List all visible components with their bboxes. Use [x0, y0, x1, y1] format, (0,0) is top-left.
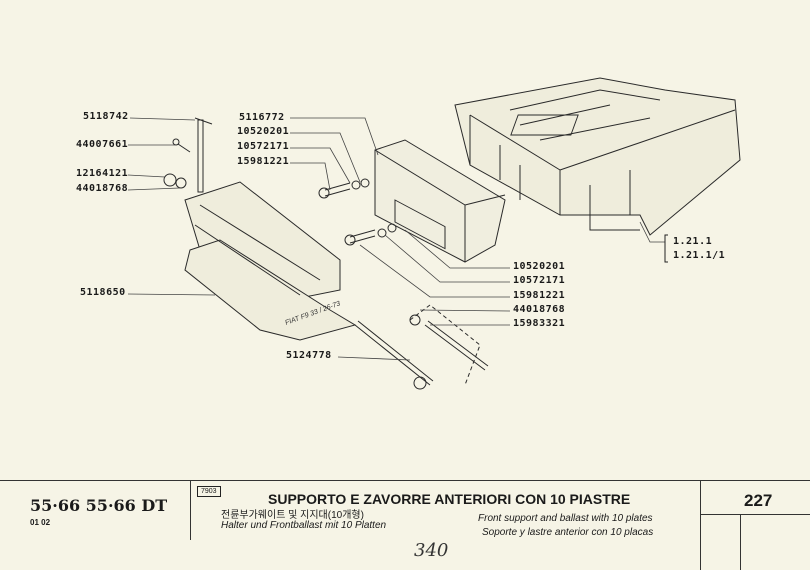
footer-divider [190, 480, 191, 540]
part-number: 5116772 [239, 112, 285, 123]
pin [194, 117, 213, 193]
section-code: 7903 [197, 486, 221, 497]
footer-divider [700, 480, 701, 570]
part-number: 10572171 [513, 275, 566, 286]
reference-number: 1.21.1 [673, 236, 713, 247]
front-support-bracket [374, 139, 506, 263]
title-korean: 전륜부가웨이트 및 지지대(10개형) [221, 510, 364, 521]
part-number: 5124778 [286, 350, 332, 361]
ballast-weights [184, 181, 357, 341]
title-spanish: Soporte y lastre anterior con 10 placas [482, 527, 654, 538]
model-names: 55·66 55·66 DT [30, 496, 168, 515]
page-title: SUPPORTO E ZAVORRE ANTERIORI CON 10 PIAS… [268, 491, 631, 507]
footer-divider [740, 515, 741, 570]
tractor-front-chassis [454, 77, 741, 236]
title-english: Front support and ballast with 10 plates [478, 513, 653, 524]
part-number: 10572171 [237, 141, 290, 152]
washer [175, 177, 187, 189]
nut [163, 173, 177, 187]
long-tie-rod [354, 320, 434, 386]
part-number: 15983321 [513, 318, 566, 329]
part-number: 10520201 [237, 126, 290, 137]
part-number: 15981221 [513, 290, 566, 301]
reference-number: 1.21.1/1 [673, 250, 726, 261]
part-number: 5118650 [80, 287, 126, 298]
cotter-pin [172, 138, 180, 146]
part-number: 44007661 [76, 139, 129, 150]
page-number: 227 [744, 491, 773, 510]
part-number: 5118742 [83, 111, 129, 122]
part-number: 44018768 [513, 304, 566, 315]
handwritten-number: 340 [414, 540, 449, 561]
part-number: 44018768 [76, 183, 129, 194]
title-german: Halter und Frontballast mit 10 Platten [221, 520, 387, 531]
part-number: 15981221 [237, 156, 290, 167]
part-number: 12164121 [76, 168, 129, 179]
footer-divider [700, 514, 810, 515]
model-codes: 01 02 [30, 518, 51, 527]
footer-divider [0, 480, 810, 481]
part-number: 10520201 [513, 261, 566, 272]
